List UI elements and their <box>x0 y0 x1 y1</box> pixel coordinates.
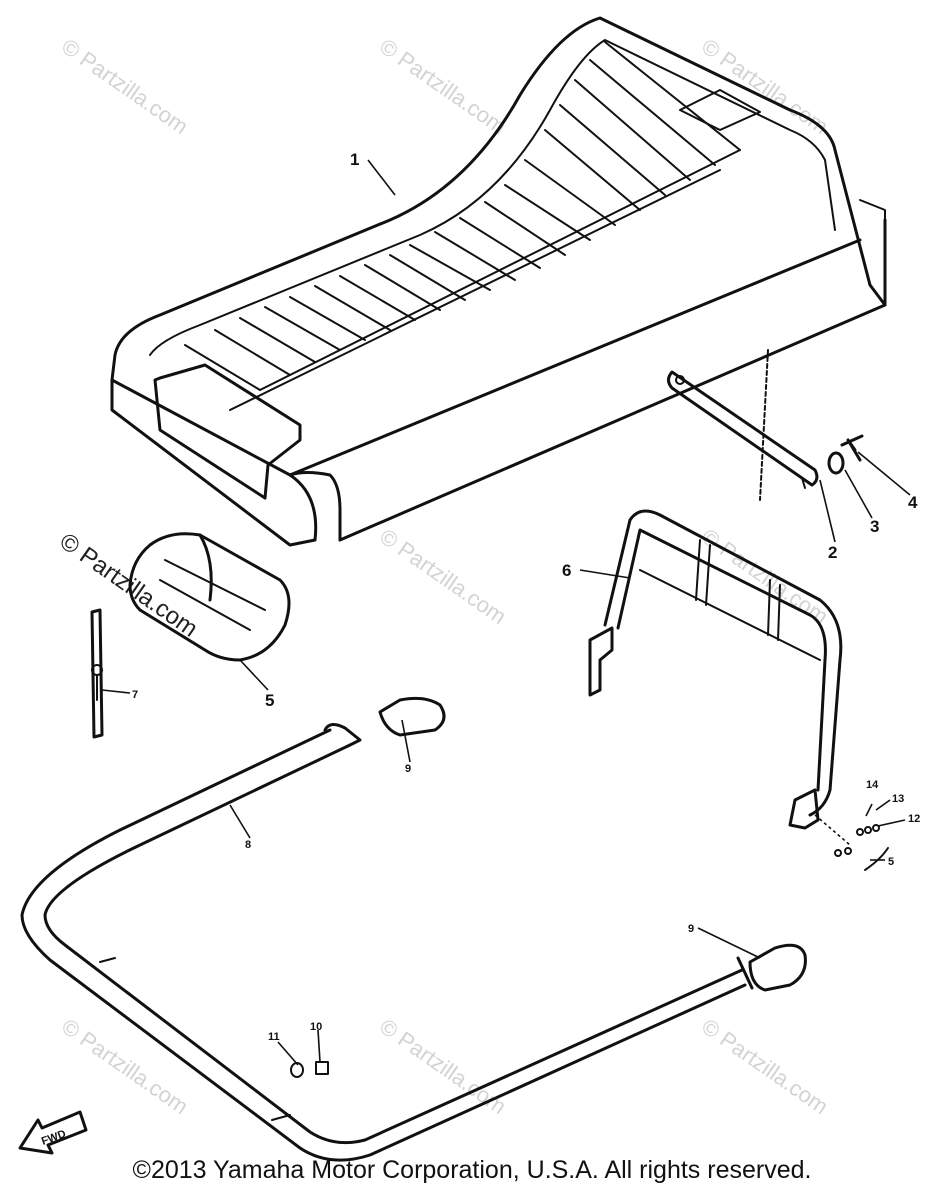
watermark: © Partzilla.com <box>697 524 833 630</box>
callout-7: 7 <box>132 689 138 701</box>
callout-13: 13 <box>892 793 904 805</box>
callout-11: 11 <box>268 1031 280 1043</box>
callouts: 1 2 3 4 5 6 7 8 9 9 10 11 12 13 14 5 <box>132 150 920 1043</box>
bumper-pipe-drawing <box>20 723 754 1162</box>
leader-lines <box>101 159 911 1066</box>
watermark-group: © Partzilla.com © Partzilla.com © Partzi… <box>55 34 833 1120</box>
callout-3: 3 <box>870 517 879 536</box>
callout-6: 6 <box>562 561 571 580</box>
fwd-label: FWD <box>40 1128 68 1148</box>
callout-15: 5 <box>888 856 894 868</box>
carrier-drawing <box>588 509 843 830</box>
callout-12: 12 <box>908 813 920 825</box>
watermark: © Partzilla.com <box>57 1014 193 1120</box>
end-cap-drawing <box>378 696 807 992</box>
watermark: © Partzilla.com <box>375 524 511 630</box>
callout-9b: 9 <box>688 923 694 935</box>
strap-drawing <box>90 608 104 739</box>
callout-4: 4 <box>908 493 918 512</box>
callout-5: 5 <box>265 691 274 710</box>
callout-2: 2 <box>828 543 837 562</box>
callout-1: 1 <box>350 150 359 169</box>
fwd-arrow: FWD <box>18 1110 88 1155</box>
callout-9a: 9 <box>405 763 411 775</box>
watermark: © Partzilla.com <box>375 34 511 140</box>
callout-14: 14 <box>866 779 879 791</box>
copyright-notice: ©2013 Yamaha Motor Corporation, U.S.A. A… <box>132 1156 812 1184</box>
seat-drawing <box>110 16 887 547</box>
watermark: © Partzilla.com <box>57 34 193 140</box>
watermark: © Partzilla.com <box>697 1014 833 1120</box>
seat-bracket-drawing <box>667 370 864 489</box>
callout-10: 10 <box>310 1021 322 1033</box>
watermark: © Partzilla.com <box>697 34 833 140</box>
callout-8: 8 <box>245 839 251 851</box>
